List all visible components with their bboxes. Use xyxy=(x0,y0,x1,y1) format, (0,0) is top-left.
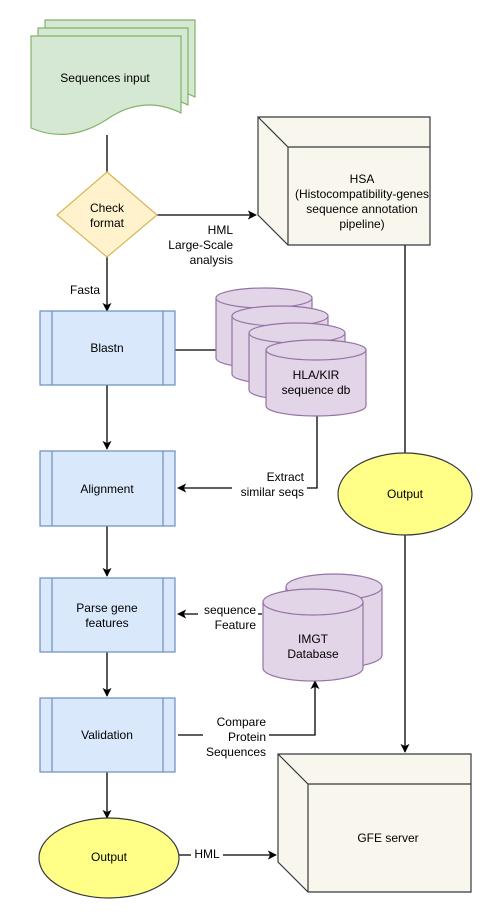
hsa-cube-edges xyxy=(257,116,430,245)
imgt-database-node[interactable] xyxy=(262,573,383,682)
edge-label-compare-protein: Sequences xyxy=(206,745,266,759)
edge-label-bg xyxy=(191,846,223,862)
hsa-cube xyxy=(257,116,431,246)
decision-diamond xyxy=(56,171,158,258)
gfe-cube-edges xyxy=(277,753,471,892)
edge-label-sequence-feature: sequence xyxy=(204,603,256,617)
hsa-label: sequence annotation xyxy=(306,202,417,216)
alignment-node[interactable]: Alignment xyxy=(39,450,176,527)
hsa-label: HSA xyxy=(350,172,375,186)
gfe-server-label: GFE server xyxy=(357,831,418,845)
edge-label-hml-large-scale: HML xyxy=(208,223,234,237)
process-box xyxy=(39,577,176,653)
db-cylinder xyxy=(262,588,364,682)
output-left-label: Output xyxy=(91,850,128,864)
check-format-node[interactable]: Check format xyxy=(56,171,158,258)
hsa-label: (Histocompatibility-genes xyxy=(295,187,429,201)
edge-labels: HML Large-Scale analysis Fasta Extract s… xyxy=(70,223,307,862)
parse-gene-label: Parse gene xyxy=(76,601,138,615)
edge-label-compare-protein: Compare xyxy=(217,715,267,729)
edge-label-hml-large-scale: analysis xyxy=(190,253,233,267)
output-ellipse xyxy=(337,452,473,536)
gfe-cube xyxy=(277,753,472,893)
sequences-input-label: Sequences input xyxy=(60,71,150,85)
sequences-input-node[interactable]: Sequences input xyxy=(30,19,196,135)
process-box xyxy=(39,310,176,386)
parse-gene-label: features xyxy=(85,616,128,630)
edge-label-fasta: Fasta xyxy=(70,283,100,297)
validation-node[interactable]: Validation xyxy=(39,697,176,773)
gfe-server-node[interactable]: GFE server xyxy=(277,753,472,893)
blastn-label: Blastn xyxy=(90,341,123,355)
edge-hladb-to-alignment xyxy=(177,406,318,493)
edge-label-sequence-feature: Feature xyxy=(215,618,257,632)
output-right-node[interactable]: Output xyxy=(337,452,473,536)
process-box xyxy=(39,450,176,527)
output-ellipse xyxy=(38,817,180,899)
edge-label-bg xyxy=(232,470,307,500)
hsa-node[interactable]: HSA (Histocompatibility-genes sequence a… xyxy=(257,116,431,246)
imgt-database-label: Database xyxy=(287,647,339,661)
imgt-database-label: IMGT xyxy=(298,632,329,646)
doc-sheet-front xyxy=(30,35,182,135)
check-format-label: format xyxy=(90,216,125,230)
hla-kir-db-node[interactable] xyxy=(215,287,367,417)
output-right-label: Output xyxy=(387,487,424,501)
validation-label: Validation xyxy=(81,728,133,742)
process-box xyxy=(39,697,176,773)
db-cylinder xyxy=(265,339,367,417)
edge-label-bg xyxy=(203,714,269,760)
edge-label-bg xyxy=(198,603,258,633)
parse-gene-features-node[interactable]: Parse gene features xyxy=(39,577,176,653)
edge-label-extract: similar seqs xyxy=(241,485,304,499)
hla-kir-db-label: sequence db xyxy=(282,383,351,397)
hla-kir-db-label: HLA/KIR xyxy=(293,368,340,382)
output-left-node[interactable]: Output xyxy=(38,817,180,899)
blastn-node[interactable]: Blastn xyxy=(39,310,176,386)
edge-label-extract: Extract xyxy=(267,470,305,484)
hsa-label: pipeline) xyxy=(339,217,384,231)
edge-label-hml: HML xyxy=(194,847,220,861)
check-format-label: Check xyxy=(90,201,125,215)
edge-label-hml-large-scale: Large-Scale xyxy=(168,238,233,252)
edge-label-compare-protein: Protein xyxy=(228,730,266,744)
edge-label-bg xyxy=(190,224,234,268)
alignment-label: Alignment xyxy=(80,482,134,496)
